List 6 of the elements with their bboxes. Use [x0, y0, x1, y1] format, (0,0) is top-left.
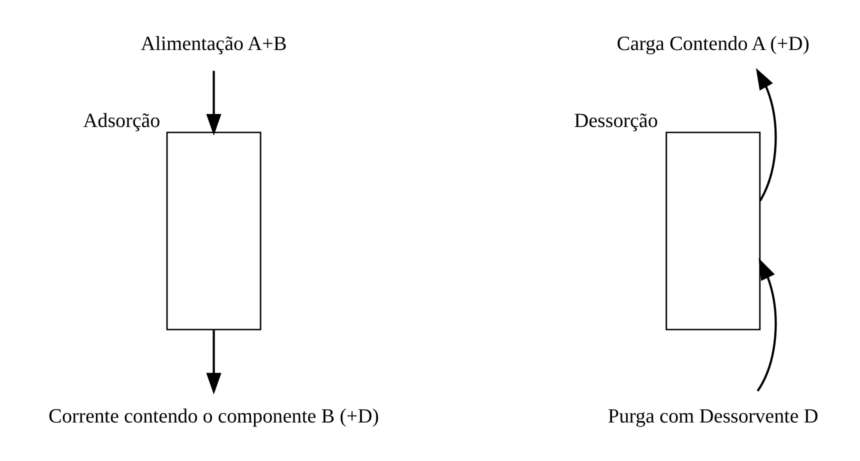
node-text: Purga com Dessorvente D — [608, 405, 818, 428]
node-text: Alimentação A+B — [140, 32, 287, 54]
node-text: Carga Contendo A (+D) — [616, 32, 810, 54]
node-text: Corrente contendo o componente B (+D) — [48, 405, 380, 428]
node-label: Adsorção — [83, 109, 160, 132]
node-label: Dessorção — [574, 109, 658, 132]
